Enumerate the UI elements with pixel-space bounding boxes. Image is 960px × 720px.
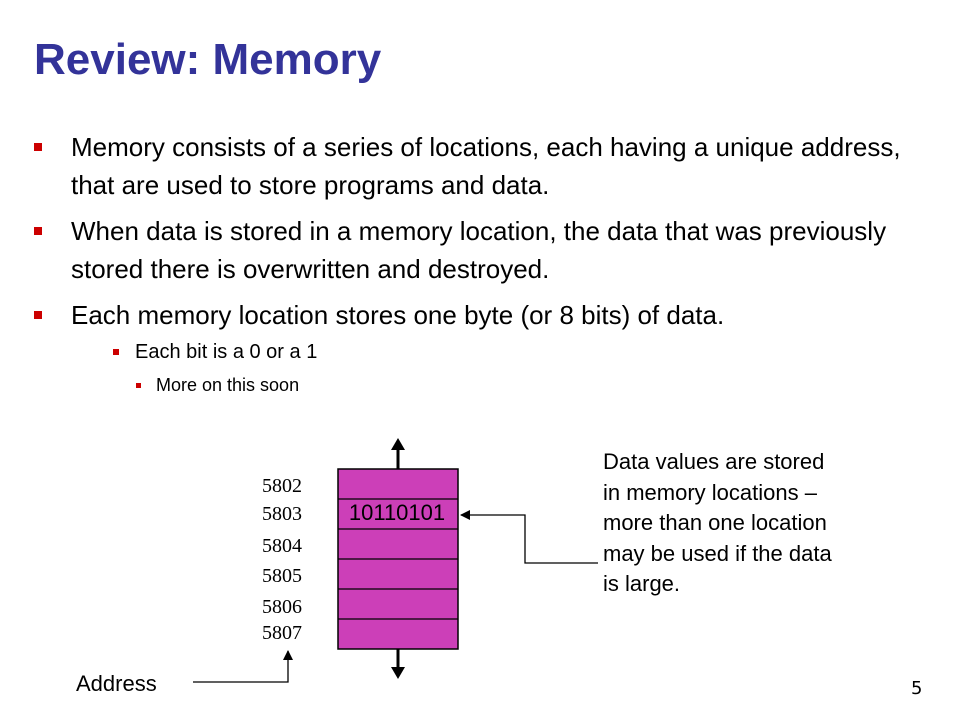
bullet-marker [136,383,141,388]
address-caption: Address [76,671,157,696]
sub-bullet-bit: Each bit is a 0 or a 1 [68,338,934,366]
address-label: 5803 [262,503,302,525]
down-arrowhead [391,667,405,679]
address-label: 5805 [262,565,302,587]
bullet-memory-locations: Memory consists of a series of locations… [34,128,934,204]
bullet-marker [113,349,119,355]
address-label: 5804 [262,535,302,557]
bullet-text: Each memory location stores one byte (or… [71,300,725,330]
up-arrowhead [391,438,405,450]
page-number: 5 [911,678,923,699]
slide-title: Review: Memory [34,35,382,84]
sub-sub-bullet-soon: More on this soon [72,372,934,398]
bullet-marker [34,311,42,319]
bullet-byte: Each memory location stores one byte (or… [34,296,934,334]
address-label: 5802 [262,475,302,497]
bullet-text: When data is stored in a memory location… [71,216,887,284]
bullet-text: Each bit is a 0 or a 1 [135,341,318,363]
bullet-marker [34,227,42,235]
bullet-list: Memory consists of a series of locations… [34,128,934,398]
bullet-overwrite: When data is stored in a memory location… [34,212,934,288]
diagram-description: Data values are stored in memory locatio… [603,449,832,596]
address-label: 5806 [262,596,302,618]
bullet-text: More on this soon [156,375,300,395]
address-label: 5807 [262,622,302,644]
bullet-marker [34,143,42,151]
bullet-text: Memory consists of a series of locations… [71,132,901,200]
address-connector [193,650,293,683]
memory-cell-value: 10110101 [348,500,446,525]
description-connector [460,510,598,564]
